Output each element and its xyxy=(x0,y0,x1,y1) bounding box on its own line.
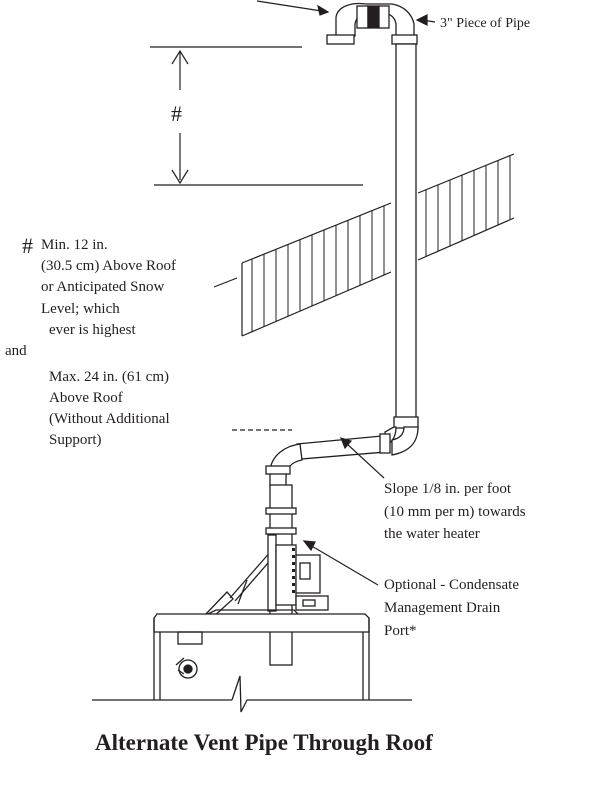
note-marker: # xyxy=(22,233,33,258)
roof-hatching xyxy=(251,154,511,336)
clearance-note: # Min. 12 in. (30.5 cm) Above Roof or An… xyxy=(5,233,176,448)
note-min-line-3: or Anticipated Snow xyxy=(41,279,164,295)
note-min-line-2: (30.5 cm) Above Roof xyxy=(41,258,176,274)
roof-section xyxy=(241,153,515,337)
drain-line-1: Optional - Condensate xyxy=(384,577,519,593)
water-heater xyxy=(92,534,412,713)
slope-line-3: the water heater xyxy=(384,526,480,542)
clearance-dimension xyxy=(150,46,363,186)
clearance-marker: # xyxy=(171,101,182,126)
note-max-line-3: (Without Additional xyxy=(49,411,170,427)
note-min-line-4: Level; which xyxy=(41,301,120,317)
slope-line-1: Slope 1/8 in. per foot xyxy=(384,481,512,497)
pipe-piece-label: 3" Piece of Pipe xyxy=(440,16,530,31)
drain-line-2: Management Drain xyxy=(384,600,501,616)
note-max-line-2: Above Roof xyxy=(49,390,123,406)
slope-note: Slope 1/8 in. per foot (10 mm per m) tow… xyxy=(384,481,526,542)
figure-title: Alternate Vent Pipe Through Roof xyxy=(95,730,433,755)
note-min-line-5: ever is highest xyxy=(49,322,136,338)
slope-line-2: (10 mm per m) towards xyxy=(384,504,526,520)
blower-fins xyxy=(292,548,295,593)
note-and: and xyxy=(5,343,27,359)
drain-note: Optional - Condensate Management Drain P… xyxy=(384,577,519,639)
leader-lines xyxy=(213,0,436,586)
drain-line-3: Port* xyxy=(384,623,417,639)
note-min-line-1: Min. 12 in. xyxy=(41,237,108,253)
note-max-line-4: Support) xyxy=(49,432,102,448)
note-max-line-1: Max. 24 in. (61 cm) xyxy=(49,369,169,385)
